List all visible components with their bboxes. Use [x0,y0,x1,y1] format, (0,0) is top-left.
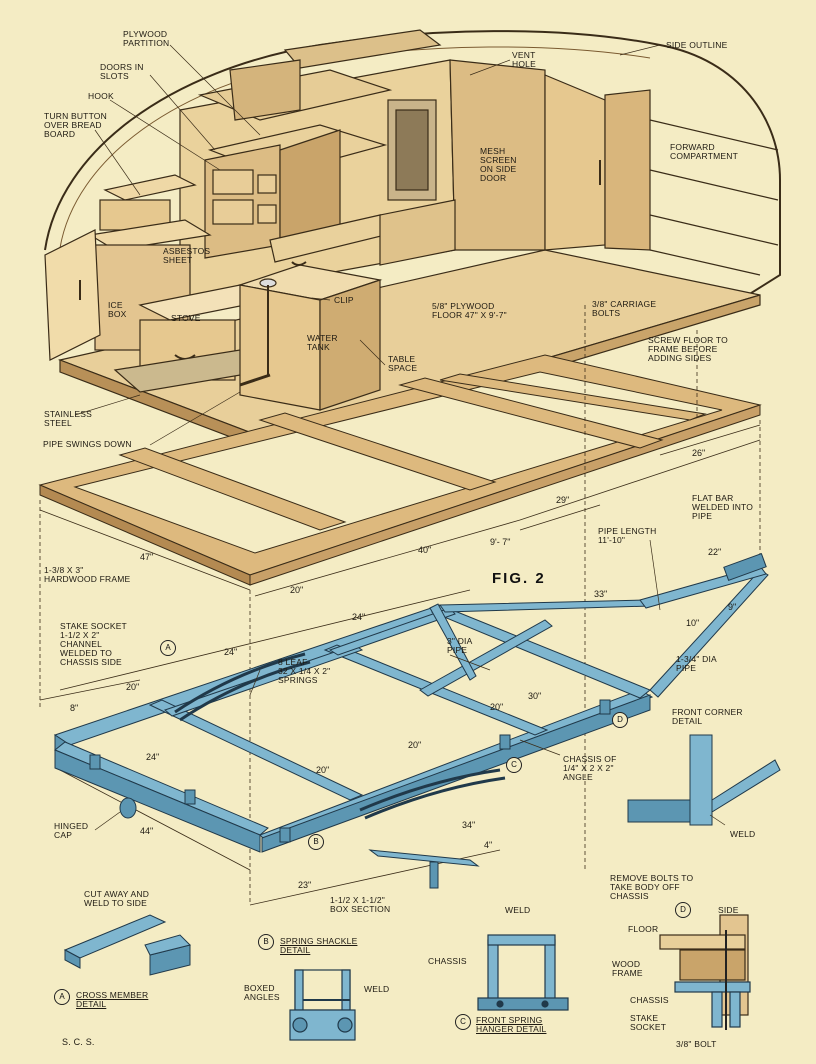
dim-40: 40" [418,545,432,555]
label-dia-pipe-3: 3" DIA PIPE [447,636,473,655]
label-weld-corner: WELD [730,829,756,839]
dim-34: 34" [462,820,476,830]
dim-8: 8" [70,703,79,713]
dim-24b: 24" [352,612,366,622]
label-boxed-angles: BOXED ANGLES [244,983,280,1002]
dim-4: 4" [484,840,493,850]
label-d-chassis: CHASSIS [630,995,669,1005]
label-screw-floor: SCREW FLOOR TO FRAME BEFORE ADDING SIDES [648,335,728,363]
dim-9-7: 9'- 7" [490,537,511,547]
label-weld-b: WELD [364,984,390,994]
wood-frame-drawing [38,354,762,586]
steel-chassis-drawing [53,552,769,889]
detail-c-title: FRONT SPRING HANGER DETAIL [476,1015,547,1034]
label-table-space: TABLE SPACE [388,354,418,373]
label-ice-box: ICE BOX [108,300,127,319]
label-asbestos-sheet: ASBESTOS SHEET [163,246,211,265]
label-forward-compartment: FORWARD COMPARTMENT [670,142,738,161]
dim-44: 44" [140,826,154,836]
label-side-outline: SIDE OUTLINE [666,40,728,50]
label-flat-bar: FLAT BAR WELDED INTO PIPE [692,493,754,521]
label-front-corner: FRONT CORNER DETAIL [672,707,743,726]
label-cut-away: CUT AWAY AND WELD TO SIDE [84,889,150,908]
dim-23: 23" [298,880,312,890]
label-chassis-angle: CHASSIS OF 1/4" X 2 X 2" ANGLE [563,754,617,782]
dim-20a: 20" [126,682,140,692]
label-hook: HOOK [88,91,114,101]
marker-c: C [506,757,522,773]
detail-c-marker: C [455,1014,471,1030]
marker-b: B [308,834,324,850]
label-turn-button: TURN BUTTON OVER BREAD BOARD [44,111,107,139]
label-stainless-steel: STAINLESS STEEL [44,409,92,428]
detail-d-marker: D [675,902,691,918]
dim-20d: 20" [316,765,330,775]
detail-b-drawing [289,969,356,1041]
label-d-wood-frame: WOOD FRAME [612,959,643,978]
dim-26: 26" [692,448,706,458]
label-hardwood-frame: 1-3/8 X 3" HARDWOOD FRAME [44,565,131,584]
dim-33: 33" [594,589,608,599]
dim-22: 22" [708,547,722,557]
detail-a-marker: A [54,989,70,1005]
label-d-side: SIDE [718,905,739,915]
dim-47: 47" [140,552,154,562]
label-hinged-cap: HINGED CAP [54,821,89,840]
dim-24c: 24" [146,752,160,762]
label-clip: CLIP [334,295,354,305]
label-doors-in-slots: DOORS IN SLOTS [100,62,144,81]
label-box-section: 1-1/2 X 1-1/2" BOX SECTION [330,895,391,914]
dim-20b: 20" [490,702,504,712]
label-remove-bolts: REMOVE BOLTS TO TAKE BODY OFF CHASSIS [610,873,694,901]
label-d-floor: FLOOR [628,924,659,934]
detail-a-title: CROSS MEMBER DETAIL [76,990,149,1009]
label-dia-pipe-134: 1-3/4" DIA PIPE [676,654,717,673]
dim-24a: 24" [224,647,238,657]
dim-20c: 20" [408,740,422,750]
dim-29: 29" [556,495,570,505]
label-chassis-c: CHASSIS [428,956,467,966]
detail-d-drawing [659,914,751,1030]
detail-b-title: SPRING SHACKLE DETAIL [280,936,358,955]
label-leaf-springs: 8 LEAF 32 X 1/4 X 2" SPRINGS [278,657,331,685]
marker-a: A [160,640,176,656]
label-pipe-swings: PIPE SWINGS DOWN [43,439,132,449]
dim-9: 9" [728,602,737,612]
label-mesh-screen: MESH SCREEN ON SIDE DOOR [480,146,517,183]
detail-b-marker: B [258,934,274,950]
detail-c-drawing [477,934,569,1011]
label-plywood-partition: PLYWOOD PARTITION [123,29,170,48]
label-stove: STOVE [171,313,201,323]
signature: S. C. S. [62,1037,95,1047]
label-plywood-floor: 5/8" PLYWOOD FLOOR 47" X 9'-7" [432,301,507,320]
detail-a-drawing [63,914,191,976]
leader-lines [74,44,726,831]
label-d-stake: STAKE SOCKET [630,1013,667,1032]
marker-d: D [612,712,628,728]
label-carriage-bolts: 3/8" CARRIAGE BOLTS [592,299,657,318]
dim-30: 30" [528,691,542,701]
label-vent-hole: VENT HOLE [512,50,536,69]
label-water-tank: WATER TANK [307,333,338,352]
label-weld-c: WELD [505,905,531,915]
label-d-bolt: 3/8" BOLT [676,1039,717,1049]
front-corner-detail-drawing [627,734,781,826]
label-pipe-length: PIPE LENGTH 11'-10" [598,526,657,545]
dim-10: 10" [686,618,700,628]
dim-20-top: 20" [290,585,304,595]
figure-label: FIG. 2 [492,570,546,587]
label-stake-socket: STAKE SOCKET 1-1/2 X 2" CHANNEL WELDED T… [60,621,127,667]
